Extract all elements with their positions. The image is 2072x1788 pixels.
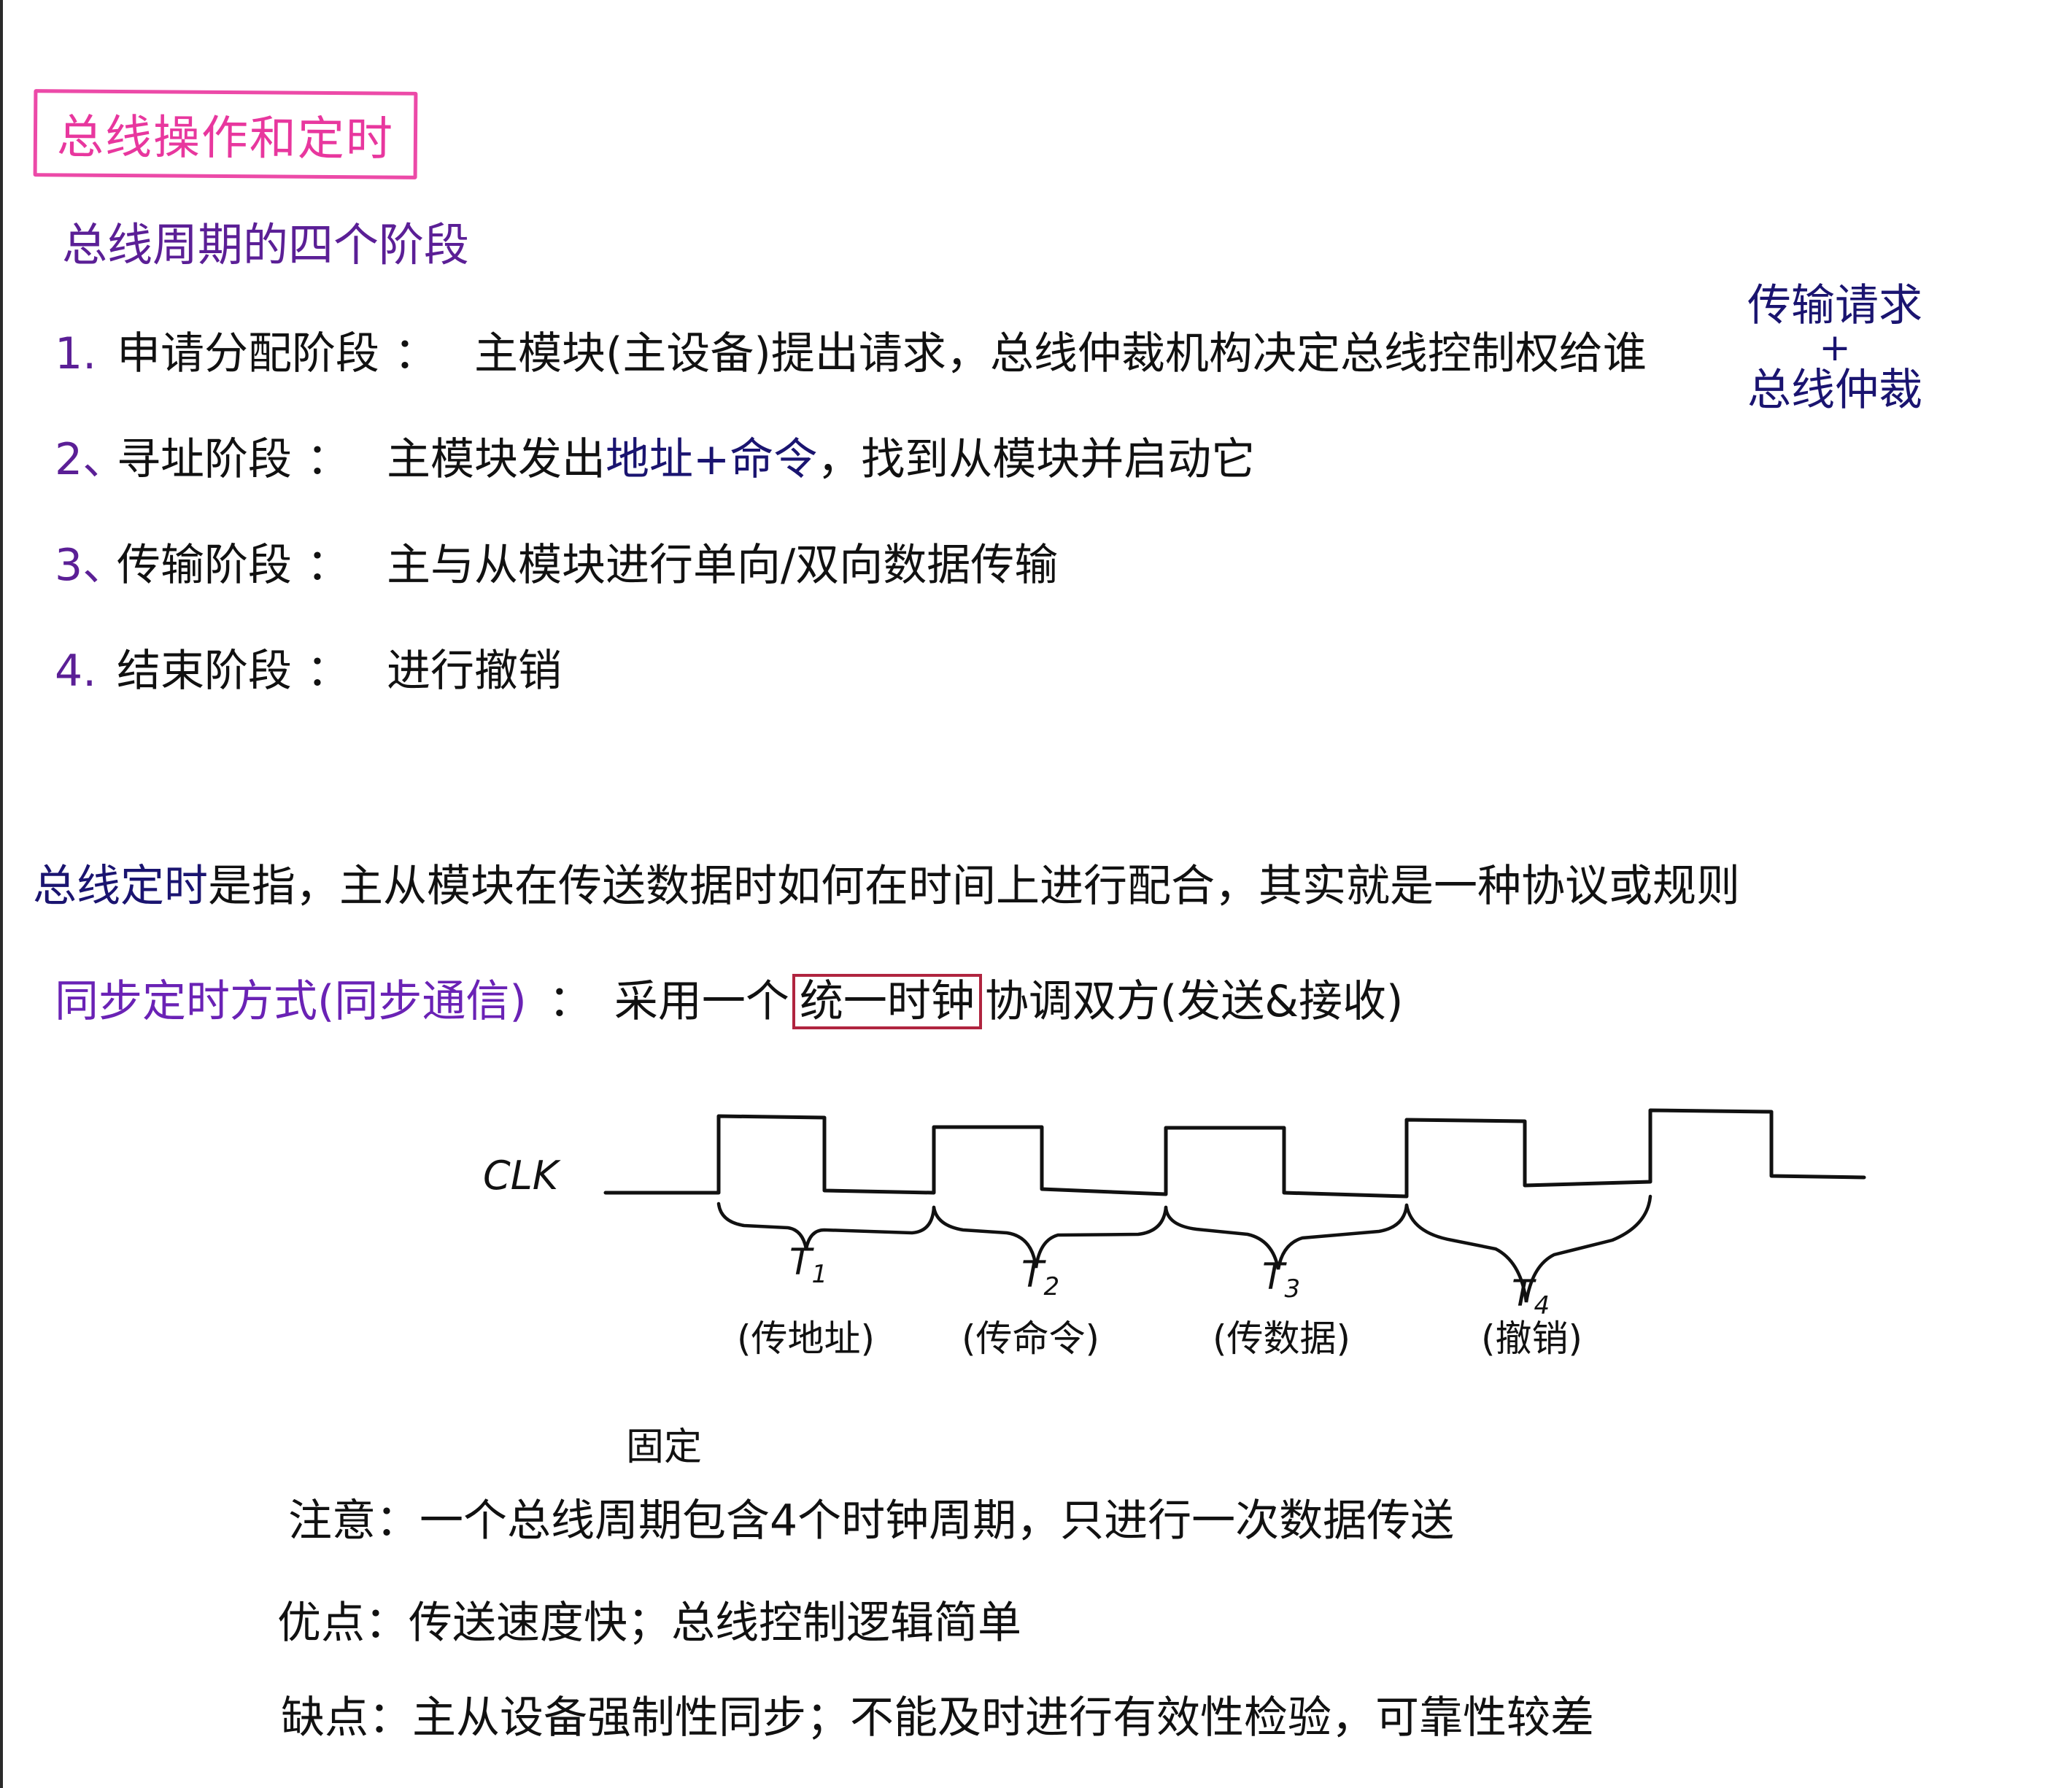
boxed-unified-clock: 统一时钟 (792, 974, 982, 1029)
brace-t1 (716, 1201, 936, 1250)
note-text: 主从设备强制性同步；不能及时进行有效性检验，可靠性较差 (412, 1692, 1594, 1744)
step-2: 2、 寻址阶段 ： 主模块发出 地址+命令 ，找到从模块并启动它 (55, 438, 1255, 481)
step-number: 1. (55, 328, 97, 379)
period-label-t4: T4 (1512, 1272, 1550, 1320)
note-advantages: 优点：传送速度快；总线控制逻辑简单 (277, 1601, 1021, 1645)
sync-text-after: 协调双方(发送&接收) (984, 976, 1404, 1027)
step-name: 结束阶段 (117, 646, 292, 697)
page-edge (0, 0, 3, 1788)
note-label: 注意： (288, 1495, 420, 1547)
timing-definition: 总线定时是指，主从模块在传送数据时如何在时间上进行配合，其实就是一种协议或规则 (33, 864, 1740, 908)
step-text: 进行撤销 (387, 646, 562, 697)
sync-colon: ： (548, 976, 592, 1027)
step-text-after: ，找到从模块并启动它 (817, 434, 1256, 485)
step-number: 2、 (55, 434, 127, 485)
note-attention: 注意：一个总线周期包含4个时钟周期，只进行一次数据传送 (288, 1499, 1454, 1543)
step-colon: ： (394, 328, 438, 379)
annotation-fixed: 固定 (626, 1425, 703, 1469)
period-label-t2: T2 (1021, 1253, 1060, 1301)
note-text: 传送速度快；总线控制逻辑简单 (409, 1598, 1021, 1649)
side-note: 传输请求 + 总线仲裁 (1736, 281, 1933, 416)
period-desc-t2: (传命令) (962, 1317, 1100, 1360)
section-heading-bus-cycle: 总线周期的四个阶段 (62, 218, 470, 271)
step-highlight: 地址+命令 (606, 434, 818, 485)
sync-text-before: 采用一个 (614, 976, 789, 1027)
brace-t2 (932, 1205, 1168, 1269)
step-colon: ： (306, 540, 350, 591)
note-text: 一个总线周期包含4个时钟周期，只进行一次数据传送 (420, 1495, 1455, 1547)
step-number: 3、 (55, 540, 127, 591)
period-desc-t3: (传数据) (1213, 1317, 1351, 1360)
clock-waveform (603, 1108, 1866, 1199)
brace-t4 (1404, 1194, 1652, 1303)
period-braces (716, 1194, 1652, 1303)
step-4: 4. 结束阶段 ： 进行撤销 (55, 649, 562, 693)
step-colon: ： (306, 434, 350, 485)
plus-sign: + (1819, 326, 1851, 370)
step-colon: ： (306, 646, 350, 697)
step-1: 1. 申请分配阶段 ： 主模块(主设备)提出请求，总线仲裁机构决定总线控制权给谁 (55, 332, 1647, 376)
step-number: 4. (55, 646, 97, 697)
sync-term: 同步定时方式(同步通信) (55, 976, 527, 1027)
timing-term: 总线定时 (33, 861, 208, 912)
timing-text: 是指，主从模块在传送数据时如何在时间上进行配合，其实就是一种协议或规则 (208, 861, 1740, 912)
step-name: 传输阶段 (117, 540, 292, 591)
clk-label: CLK (483, 1153, 559, 1199)
side-note-line1: 传输请求 (1747, 280, 1922, 331)
period-label-t1: T1 (789, 1241, 828, 1289)
sync-timing-line: 同步定时方式(同步通信) ： 采用一个 统一时钟 协调双方(发送&接收) (55, 974, 1403, 1029)
period-desc-t1: (传地址) (737, 1317, 875, 1360)
step-text-before: 主模块发出 (387, 434, 606, 485)
step-name: 寻址阶段 (117, 434, 292, 485)
period-label-t3: T3 (1262, 1255, 1301, 1304)
step-text: 主模块(主设备)提出请求，总线仲裁机构决定总线控制权给谁 (474, 328, 1647, 379)
note-label: 优点： (277, 1598, 409, 1649)
brace-t3 (1164, 1203, 1409, 1270)
step-name: 申请分配阶段 (117, 328, 379, 379)
note-label: 缺点： (281, 1692, 412, 1744)
period-desc-t4: (撤销) (1481, 1317, 1583, 1360)
step-text: 主与从模块进行单向/双向数据传输 (387, 540, 1059, 591)
step-3: 3、 传输阶段 ： 主与从模块进行单向/双向数据传输 (55, 543, 1058, 587)
side-note-line2: 总线仲裁 (1747, 364, 1922, 416)
note-disadvantages: 缺点：主从设备强制性同步；不能及时进行有效性检验，可靠性较差 (281, 1696, 1594, 1740)
